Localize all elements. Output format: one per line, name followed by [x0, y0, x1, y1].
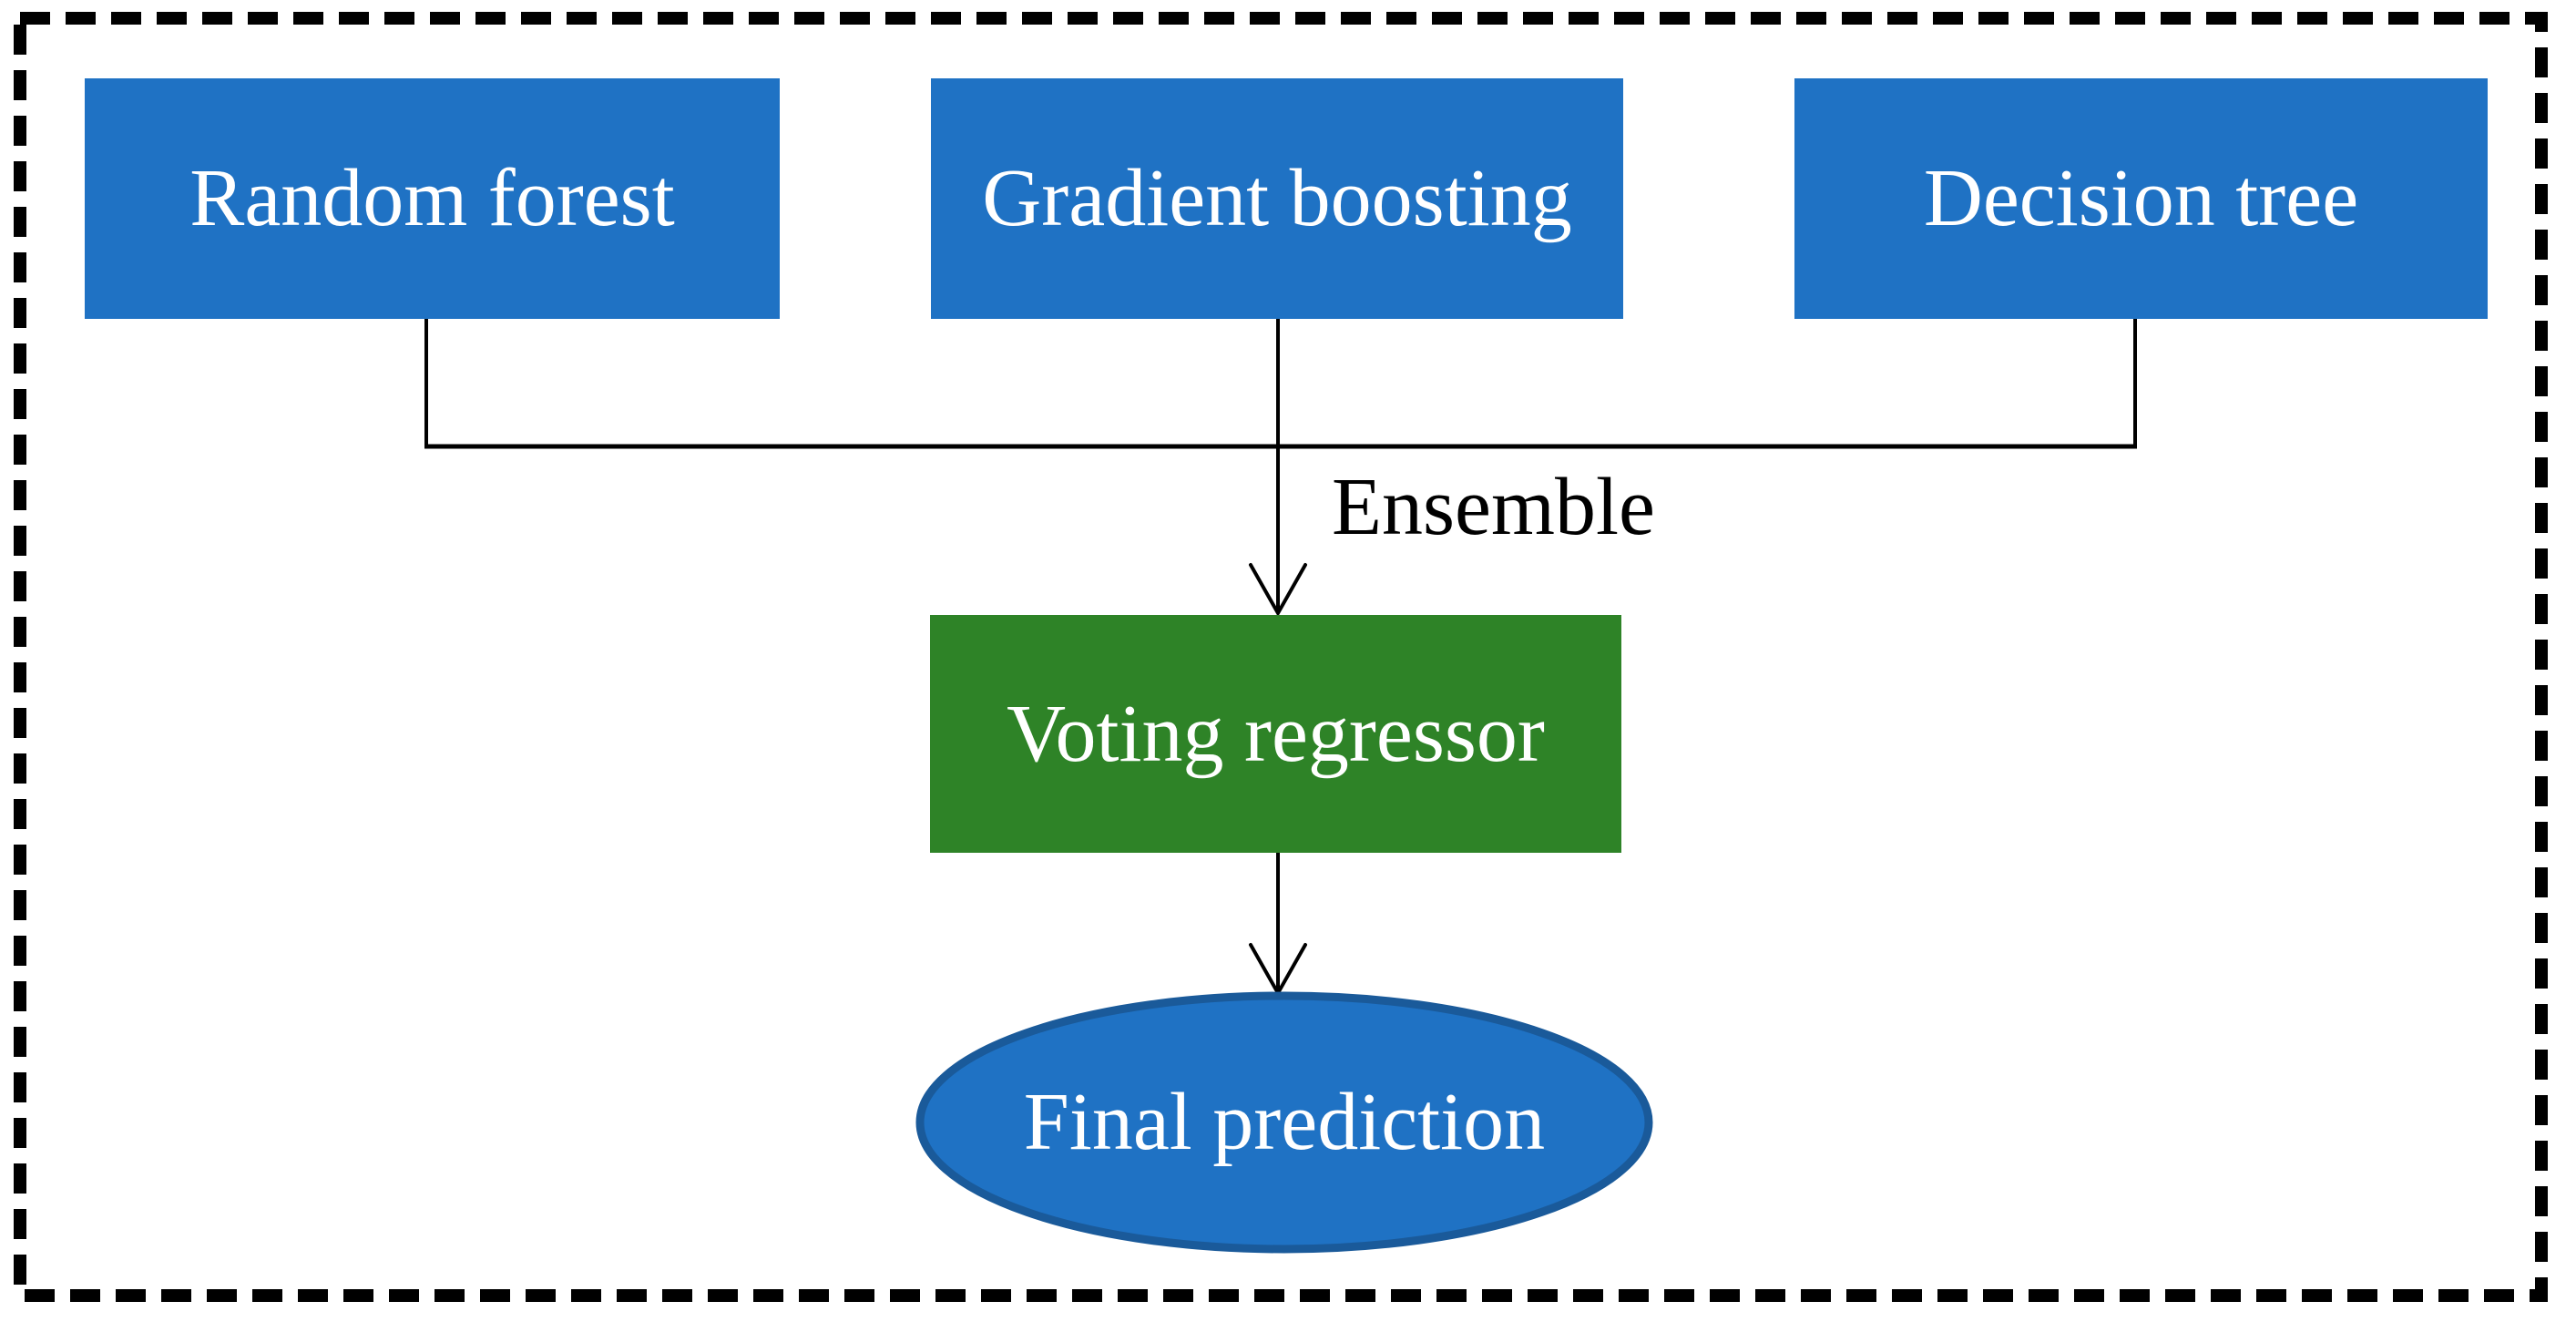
dashed-border	[14, 12, 2548, 1302]
node-decision-tree-shape	[1794, 78, 2488, 319]
node-random-forest-shape	[85, 78, 780, 319]
node-voting-regressor-shape	[930, 615, 1621, 853]
node-gradient-boosting-shape	[931, 78, 1623, 319]
node-final-prediction-shape	[915, 991, 1653, 1254]
arrowhead-to-voting-regressor	[1249, 563, 1307, 618]
